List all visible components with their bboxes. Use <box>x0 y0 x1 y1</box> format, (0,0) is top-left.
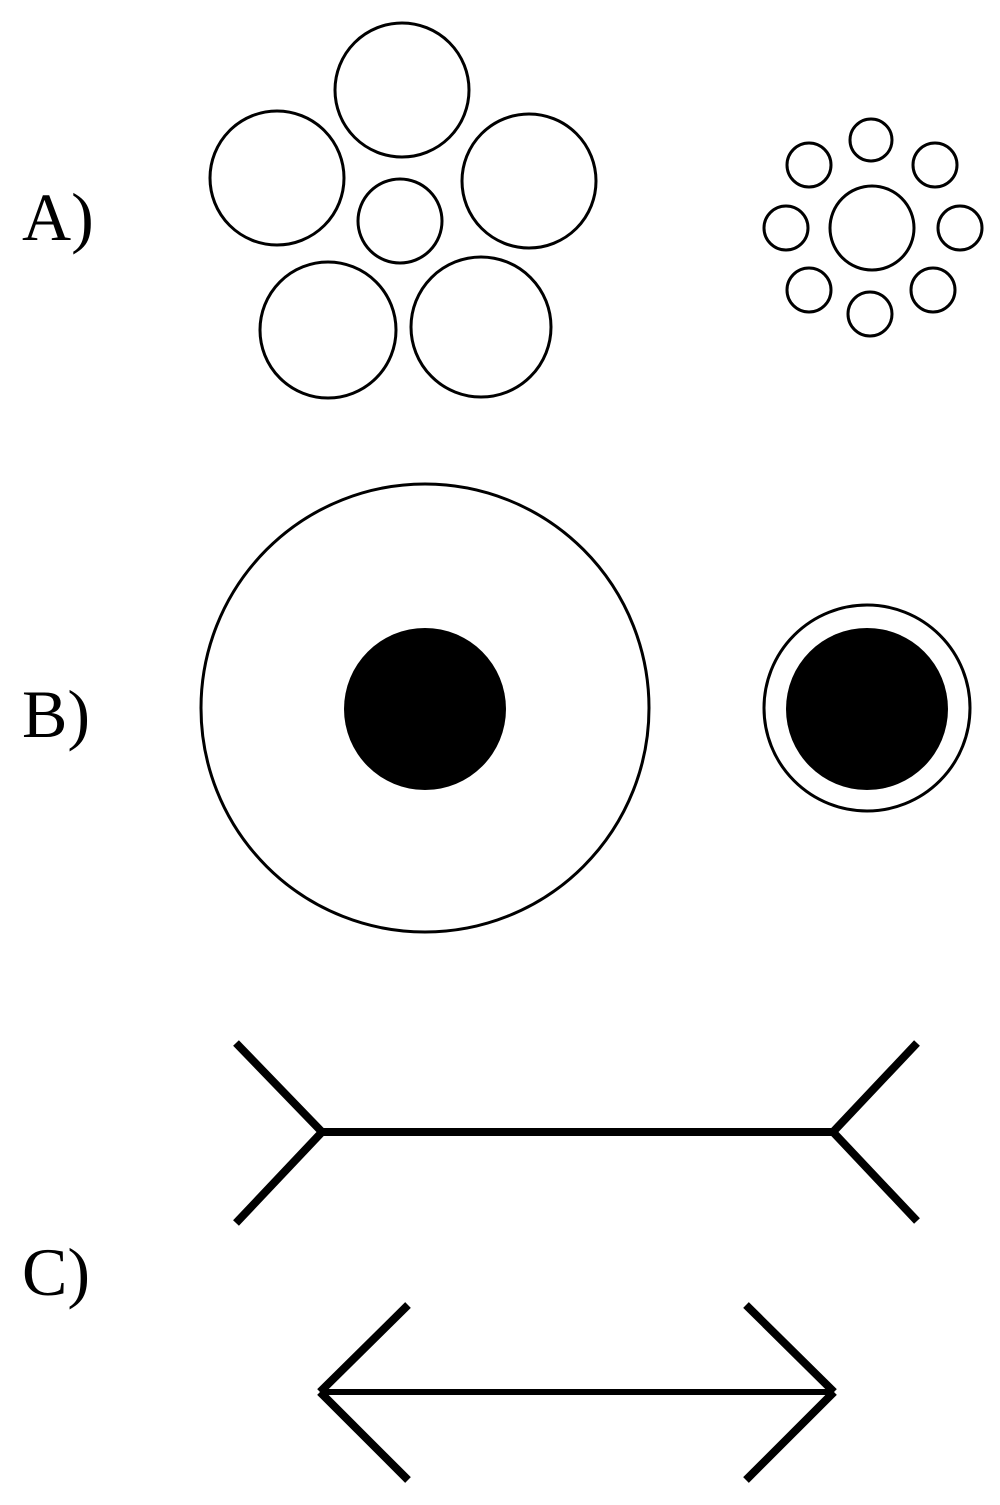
small-circle-se <box>909 266 957 314</box>
surround-circle-bottom-left <box>258 260 398 400</box>
fin-bottom-left-lower <box>317 1389 411 1483</box>
fin-bottom-right-upper <box>743 1302 837 1395</box>
small-circle-n <box>848 117 894 163</box>
fin-bottom-right-lower <box>743 1389 837 1483</box>
small-circle-e <box>936 204 984 252</box>
small-circle-ne <box>911 141 959 189</box>
delboeuf-group-tight-ring <box>762 603 972 813</box>
surround-circle-right <box>460 112 598 250</box>
panel-label-c: C) <box>22 1234 90 1310</box>
inner-disc-left <box>344 628 506 790</box>
delboeuf-group-large-ring <box>199 482 651 934</box>
center-circle-right <box>828 184 916 272</box>
surround-circle-top <box>333 21 471 159</box>
fin-top-right-upper <box>830 1040 920 1135</box>
small-circle-s <box>846 290 894 338</box>
muller-lyer-fins-in <box>317 1302 837 1483</box>
small-circle-nw <box>785 141 833 189</box>
surround-circle-left <box>208 109 346 247</box>
panel-label-b: B) <box>22 676 90 752</box>
small-circle-w <box>762 204 810 252</box>
outer-ring-small <box>762 603 972 813</box>
fin-top-left-upper <box>233 1040 325 1135</box>
outer-ring-large <box>199 482 651 934</box>
fin-top-right-lower <box>830 1129 920 1224</box>
fin-bottom-left-upper <box>317 1302 411 1395</box>
muller-lyer-fins-out <box>233 1040 920 1226</box>
center-circle-left <box>356 177 444 265</box>
small-circle-sw <box>785 266 833 314</box>
surround-circle-bottom-right <box>409 255 553 399</box>
ebbinghaus-group-small-surround <box>762 117 984 338</box>
fin-top-left-lower <box>233 1129 325 1226</box>
inner-disc-right <box>786 628 948 790</box>
ebbinghaus-group-large-surround <box>208 21 598 400</box>
panel-label-a: A) <box>22 179 94 255</box>
